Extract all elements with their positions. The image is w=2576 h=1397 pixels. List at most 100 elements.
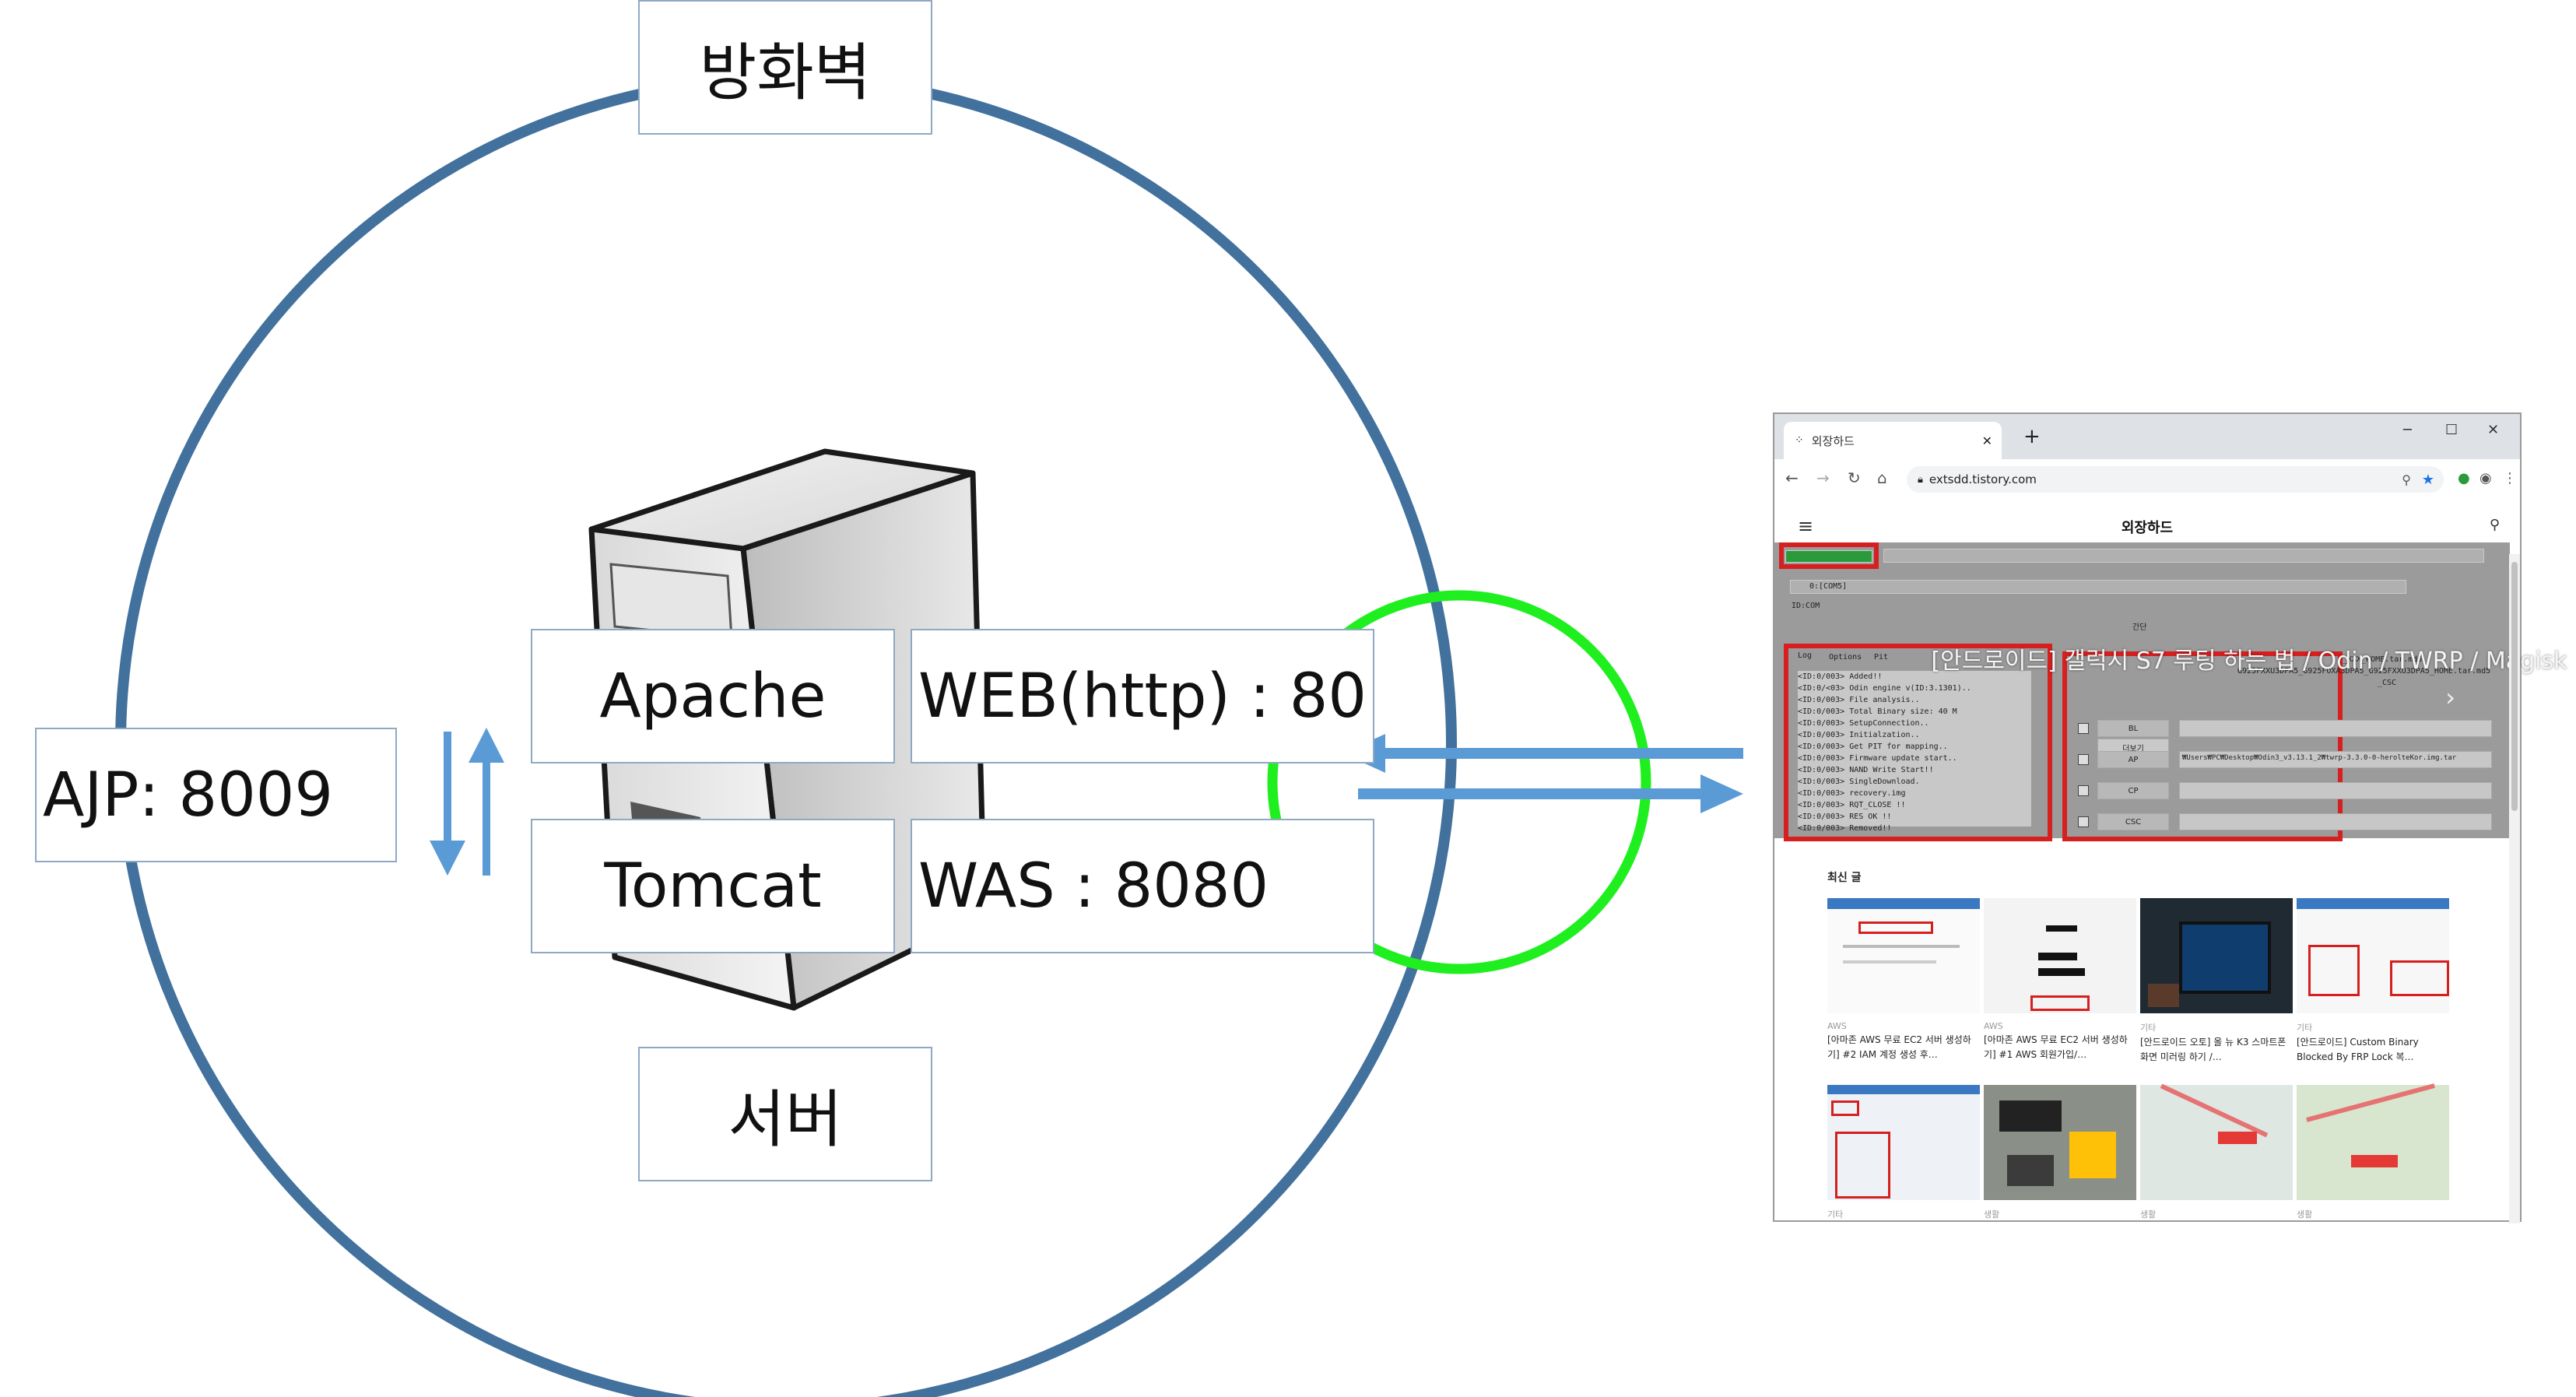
log-panel: <ID:0/003> Added!! <ID:0/<03> Odin engine… [1798,671,2031,833]
close-tab-icon[interactable]: ✕ [1981,433,1992,448]
post-card[interactable]: 기타 [안드로이드 오토] 올 뉴 K3 스마트폰 화면 미러링 하기 /… [2140,898,2293,1065]
csc-checkbox [2078,816,2089,827]
post-thumbnail[interactable] [1827,1085,1980,1200]
csc-button: CSC [2097,813,2169,830]
log-line: <ID:0/003> RES OK !! [1798,813,1892,821]
extension-icon[interactable]: ● [2458,470,2470,486]
log-line: <ID:0/003> Initialzation.. [1798,731,1920,739]
post-category: 기타 [2297,1023,2313,1033]
log-line: <ID:0/003> SingleDownload. [1798,777,1920,786]
post-title[interactable]: [아마존 AWS 무료 EC2 서버 생성하기] #2 IAM 계정 생성 후… [1827,1034,1971,1060]
post-thumbnail[interactable] [2297,898,2449,1013]
ap-field [2179,751,2492,768]
zoom-icon[interactable]: ⚲ [2402,472,2411,487]
cp-button: CP [2097,782,2169,799]
post-title[interactable]: [아마존 AWS 무료 EC2 서버 생성하기] #1 AWS 회원가입/… [1984,1034,2128,1060]
log-tab: Log [1798,651,1813,660]
web-port-label: WEB(http) : 80 [911,629,1374,763]
tab-title: 외장하드 [1811,433,1855,448]
post-thumbnail[interactable] [2297,1083,2449,1200]
http-arrows [1342,734,1743,813]
reload-icon[interactable]: ↻ [1848,469,1861,487]
post-thumbnail[interactable] [1984,898,2136,1013]
log-line: <ID:0/003> Added!! [1798,672,1883,681]
browser-window: ⁘ 외장하드 ✕ + ─ ☐ ✕ ← → ↻ ⌂ 🔒︎ extsdd.tisto… [1773,412,2567,1223]
server-label: 서버 [638,1047,932,1181]
com-text: 0:[COM5] [1809,582,1848,591]
recent-posts-heading: 최신 글 [1827,872,1862,884]
post-card[interactable]: 생활 [2297,1083,2449,1251]
ap-button: AP [2097,751,2169,768]
odin-com-row [1790,580,2406,594]
log-line: <ID:0/003> Total Binary size: 40 M [1798,707,1957,716]
post-category: 기타 [2140,1023,2157,1033]
post-title[interactable] [1827,1222,1980,1251]
log-line: <ID:0/003> Firmware update start.. [1798,754,1957,763]
menu-icon[interactable]: ⋮ [2503,470,2517,486]
post-thumbnail[interactable] [2140,1083,2293,1200]
ajp-port-label: AJP: 8009 [35,728,397,862]
post-card[interactable]: AWS[아마존 AWS 무료 EC2 서버 생성하기] #2 IAM 계정 생성… [1827,898,1980,1062]
site-title[interactable]: 외장하드 [2121,520,2174,536]
post-title[interactable] [2297,1222,2449,1251]
address-bar[interactable]: 🔒︎ extsdd.tistory.com ⚲ ★ [1907,466,2444,493]
tistory-dot-icon: ⁘ [1795,434,1804,447]
log-line: <ID:0/003> NAND Write Start!! [1798,766,1934,774]
post-category: 생활 [1984,1209,2000,1220]
log-lines: <ID:0/003> Added!! <ID:0/<03> Odin engine… [1798,671,2031,834]
home-icon[interactable]: ⌂ [1877,469,1887,487]
post-card[interactable]: 생활 [1984,1085,2136,1251]
tomcat-label: Tomcat [531,819,895,953]
back-icon[interactable]: ← [1785,469,1799,487]
post-card[interactable]: AWS [아마존 AWS 무료 EC2 서버 생성하기] #1 AWS 회원가입/… [1984,898,2136,1062]
post-title[interactable]: [안드로이드 오토] 올 뉴 K3 스마트폰 화면 미러링 하기 /… [2140,1037,2286,1062]
lock-icon: 🔒︎ [1918,473,1923,486]
profile-icon[interactable]: ◉ [2479,470,2492,486]
maximize-icon[interactable]: ☐ [2445,422,2458,438]
close-window-icon[interactable]: ✕ [2487,422,2500,438]
featured-post-title[interactable]: [안드로이드] 갤럭시 S7 루팅 하는 법 / Odin / TWRP / M… [1931,648,2567,675]
post-card[interactable]: 기타 [1827,1085,1980,1251]
post-card[interactable]: 기타 [안드로이드] Custom Binary Blocked By FRP L… [2297,898,2449,1065]
post-category: 기타 [1827,1209,1844,1220]
log-line: <ID:0/<03> Odin engine v(ID:3.1301).. [1798,684,1971,693]
was-port-label: WAS : 8080 [911,819,1374,953]
odin-slot-row [1883,549,2484,563]
post-title[interactable] [1984,1222,2136,1251]
forward-icon[interactable]: → [1816,469,1830,487]
new-tab-icon[interactable]: + [2023,425,2041,448]
post-thumbnail[interactable] [2140,898,2293,1013]
browser-tab[interactable]: ⁘ 외장하드 ✕ [1784,422,2002,459]
csc-file-text: _CSC [2378,679,2397,687]
featured-post[interactable]: 0:[COM5] ID:COM 간단 Log Options Pit <ID:0… [1774,542,2567,841]
log-line: <ID:0/003> RQT_CLOSE !! [1798,801,1906,809]
ajp-arrows [430,728,504,876]
bl-button: BL [2097,720,2169,737]
csc-field [2179,813,2492,830]
bookmark-star-icon[interactable]: ★ [2421,471,2434,488]
post-thumbnail[interactable] [1827,898,1980,1013]
post-category: AWS [1984,1021,2003,1031]
post-category: 생활 [2297,1209,2313,1220]
post-title[interactable]: [안드로이드] Custom Binary Blocked By FRP Loc… [2297,1037,2419,1062]
ap-checkbox [2078,754,2089,765]
log-line: <ID:0/003> Get PIT for mapping.. [1798,742,1948,751]
apache-label: Apache [531,629,895,763]
bl-checkbox [2078,723,2089,734]
post-card[interactable]: 생활 [2140,1083,2293,1251]
log-line: <ID:0/003> Removed!! [1798,824,1892,833]
hamburger-menu-icon[interactable]: ≡ [1798,515,1814,537]
bl-field [2179,720,2492,737]
post-category: 생활 [2140,1209,2157,1220]
post-title[interactable] [2140,1222,2293,1251]
tab-bar: ⁘ 외장하드 ✕ + ─ ☐ ✕ [1774,414,2520,459]
url-text: extsdd.tistory.com [1928,472,2037,486]
scrollbar-thumb[interactable] [2511,562,2518,811]
log-highlight-box [1784,644,2052,841]
page-scrollbar[interactable] [2509,554,2520,1223]
search-icon[interactable]: ⚲ [2489,517,2500,533]
post-thumbnail[interactable] [1984,1085,2136,1200]
ap-path-text: ₩Users₩PC₩Desktop₩Odin3_v3.13.1_2₩twrp-3… [2182,754,2457,762]
chevron-right-icon[interactable]: › [2445,683,2455,712]
minimize-icon[interactable]: ─ [2403,422,2412,438]
